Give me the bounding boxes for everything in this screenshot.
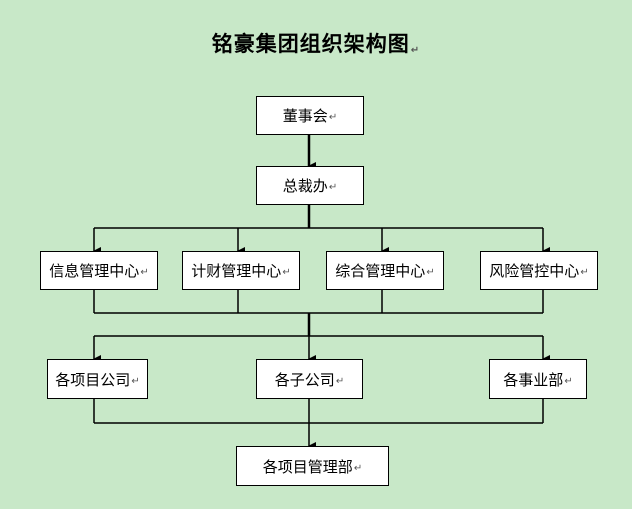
node-board: 董事会↵ xyxy=(256,96,364,135)
node-project-companies: 各项目公司↵ xyxy=(47,359,148,399)
node-subsidiaries: 各子公司↵ xyxy=(256,359,363,399)
node-finance-center: 计财管理中心↵ xyxy=(182,251,300,290)
node-project-dept: 各项目管理部↵ xyxy=(236,446,389,486)
node-info-center: 信息管理中心↵ xyxy=(40,251,158,290)
node-general-center: 综合管理中心↵ xyxy=(326,251,444,290)
diagram-title: 铭豪集团组织架构图↵ xyxy=(211,32,421,56)
node-president: 总裁办↵ xyxy=(256,166,364,205)
node-risk-center: 风险管控中心↵ xyxy=(480,251,598,290)
node-business-units: 各事业部↵ xyxy=(489,359,587,399)
